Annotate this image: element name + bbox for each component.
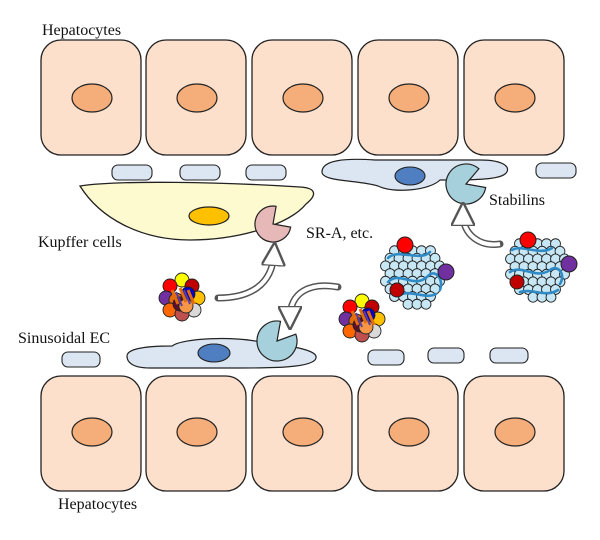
- label-kupffer-cells: Kupffer cells: [38, 234, 122, 251]
- label-hepatocytes-top: Hepatocytes: [42, 22, 122, 39]
- protein-strand: [508, 246, 564, 295]
- hepatocyte-nucleus: [71, 83, 113, 113]
- ligand-particle: [380, 236, 455, 310]
- protein-strand: [170, 287, 196, 305]
- ligand-cluster: [158, 272, 206, 322]
- kupffer-nucleus: [188, 206, 230, 226]
- endothelial-cell-fragment: [489, 347, 529, 364]
- hepatocyte-nucleus: [388, 417, 430, 447]
- ligand-sphere: [437, 263, 455, 281]
- endothelial-cell-fragment: [367, 349, 405, 366]
- hepatocyte-nucleus: [176, 83, 218, 113]
- particle-bead: [402, 298, 414, 310]
- ligand-sphere: [396, 236, 414, 254]
- ligand-cluster: [338, 293, 386, 343]
- ligand-sphere: [389, 282, 405, 298]
- hepatocyte-nucleus: [282, 83, 324, 113]
- protein-strand: [175, 289, 191, 307]
- endothelial-cell-fragment: [245, 164, 287, 181]
- particle-bead: [411, 298, 423, 310]
- hepatocyte-row-top: [40, 39, 565, 156]
- stabilin-receptor: [256, 320, 298, 362]
- hepatocyte-nucleus: [494, 417, 536, 447]
- label-hepatocytes-bottom: Hepatocytes: [58, 496, 138, 513]
- kupffer-cell: [78, 181, 315, 243]
- endothelial-cell-fragment: [427, 347, 465, 364]
- stabilin-receptor: [445, 163, 487, 205]
- endothelial-nucleus: [197, 343, 231, 363]
- protein-strand: [355, 310, 371, 328]
- curved-arrow: [217, 254, 274, 300]
- endothelial-nucleus: [394, 166, 426, 186]
- ligand-sphere: [509, 274, 525, 290]
- ligand-sphere: [519, 231, 537, 249]
- endothelial-cell-fragment: [535, 162, 577, 179]
- ligand-sphere: [560, 255, 578, 273]
- label-stabilins: Stabilins: [489, 192, 546, 209]
- arrow-group: [214, 214, 504, 318]
- curved-arrow: [463, 214, 501, 247]
- particle-bead: [527, 291, 539, 303]
- protein-strand: [350, 308, 376, 326]
- endothelial-cell-fragment: [111, 164, 153, 181]
- hepatocyte-nucleus: [176, 417, 218, 447]
- hepatocyte-nucleus: [282, 417, 324, 447]
- hepatocyte-nucleus: [388, 83, 430, 113]
- sr-a-receptor: [254, 205, 292, 243]
- ligand-particle: [505, 231, 578, 303]
- label-sr-a: SR-A, etc.: [306, 225, 374, 242]
- curved-arrow: [290, 283, 339, 318]
- hepatocyte-row-bottom: [40, 375, 565, 492]
- endothelial-layer: [61, 158, 577, 369]
- endothelial-cell-fragment: [61, 351, 101, 368]
- label-sinusoidal-ec: Sinusoidal EC: [18, 330, 111, 347]
- hepatocyte-nucleus: [71, 417, 113, 447]
- particle-group: [158, 231, 578, 343]
- endothelial-cell-fragment: [179, 164, 221, 181]
- particle-bead: [420, 298, 432, 310]
- hepatocyte-nucleus: [494, 83, 536, 113]
